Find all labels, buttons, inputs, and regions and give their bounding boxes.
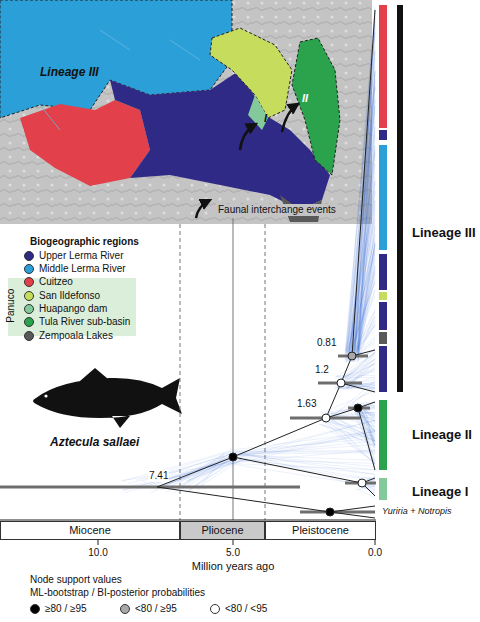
- legend-entry: Huapango dam: [24, 303, 107, 315]
- lineage-label: Lineage I: [412, 485, 468, 500]
- legend-swatch: [24, 264, 34, 274]
- legend-entry: Tula River sub-basin: [24, 316, 130, 328]
- legend-swatch: [24, 251, 34, 261]
- lineage-label: Lineage II: [412, 428, 472, 443]
- map-note: Faunal interchange events: [216, 204, 338, 216]
- legend-text: Huapango dam: [39, 303, 107, 315]
- legend-entry: <80 / <95: [210, 603, 267, 615]
- axis-tick: 10.0: [88, 547, 107, 559]
- outgroup-label: Yuriria + Notropis: [382, 506, 451, 516]
- region-label: Lineage III: [40, 66, 99, 80]
- legend-title: Biogeographic regions: [30, 236, 139, 248]
- legend-swatch: [120, 604, 130, 614]
- epoch-band: Pliocene: [180, 521, 265, 540]
- epoch-band: Miocene: [0, 521, 180, 540]
- legend-swatch: [24, 291, 34, 301]
- node-value: 1.63: [296, 398, 317, 410]
- legend-entry: ≥80 / ≥95: [30, 603, 87, 615]
- species-name: Aztecula sallaei: [50, 436, 139, 450]
- legend-text: <80 / <95: [225, 603, 267, 615]
- time-tree: [0, 5, 403, 545]
- region-label: I: [264, 112, 267, 125]
- legend-subtitle: ML-bootstrap / BI-posterior probabilitie…: [30, 587, 205, 599]
- lineage-label: Lineage III: [412, 226, 476, 241]
- axis-title: Million years ago: [192, 560, 275, 573]
- legend-swatch: [24, 304, 34, 314]
- epoch-band: Pleistocene: [265, 521, 376, 540]
- legend-text: San Ildefonso: [39, 290, 100, 302]
- legend-text: Zempoala Lakes: [39, 330, 113, 342]
- legend-swatch: [24, 277, 34, 287]
- legend-entry: San Ildefonso: [24, 290, 100, 302]
- axis-tick: 5.0: [226, 547, 240, 559]
- legend-title: Node support values: [30, 574, 122, 586]
- legend-entry: Zempoala Lakes: [24, 330, 113, 342]
- legend-text: Tula River sub-basin: [39, 316, 130, 328]
- legend-entry: Upper Lerma River: [24, 250, 123, 262]
- legend-swatch: [24, 331, 34, 341]
- legend-text: Middle Lerma River: [39, 263, 126, 275]
- epoch-name: Pliocene: [201, 524, 243, 537]
- axis-tick: 0.0: [368, 547, 382, 559]
- epoch-name: Miocene: [69, 524, 111, 537]
- fish-illustration: [33, 368, 182, 428]
- legend-swatch: [24, 317, 34, 327]
- legend-entry: <80 / ≥95: [120, 603, 177, 615]
- legend-swatch: [30, 604, 40, 614]
- node-value: 7.41: [148, 470, 169, 482]
- legend-text: Upper Lerma River: [39, 250, 123, 262]
- epoch-name: Pleistocene: [292, 524, 349, 537]
- node-value: 0.81: [316, 337, 337, 349]
- legend-entry: Middle Lerma River: [24, 263, 126, 275]
- map-inset: [0, 0, 372, 224]
- legend-entry: Cuitzeo: [24, 276, 73, 288]
- legend-text: <80 / ≥95: [135, 603, 177, 615]
- legend-text: Cuitzeo: [39, 276, 73, 288]
- region-label: II: [302, 92, 308, 105]
- legend-swatch: [210, 604, 220, 614]
- legend-text: ≥80 / ≥95: [45, 603, 87, 615]
- group-label: Panuco: [5, 289, 17, 323]
- node-value: 1.2: [314, 364, 330, 376]
